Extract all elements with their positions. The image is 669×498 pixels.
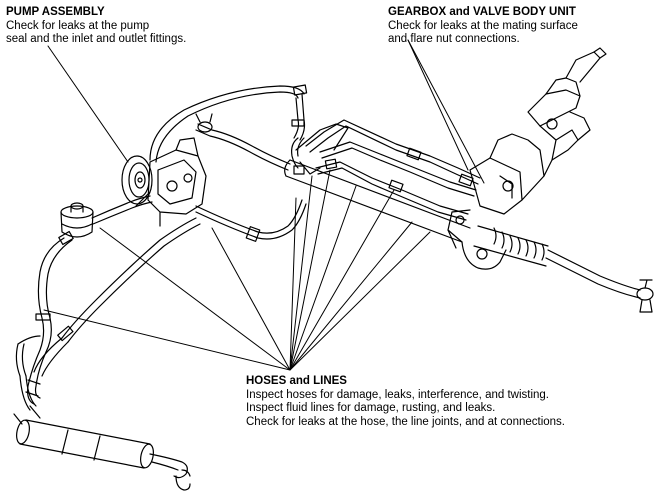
gearbox-valve-body-callout: GEARBOX and VALVE BODY UNIT Check for le… bbox=[388, 6, 578, 47]
hoses-callout-line-1: Inspect hoses for damage, leaks, interfe… bbox=[246, 388, 549, 401]
fluid-cooler bbox=[13, 405, 191, 491]
gearbox-leader-lines bbox=[407, 39, 485, 184]
hoses-callout-title: HOSES and LINES bbox=[246, 375, 347, 387]
gearbox-callout-line-1: Check for leaks at the mating surface bbox=[388, 19, 578, 32]
steering-rack bbox=[195, 47, 654, 313]
hoses-and-lines-callout: HOSES and LINES Inspect hoses for damage… bbox=[246, 375, 565, 429]
pump-leader-line bbox=[47, 45, 129, 163]
cooler-hoses bbox=[15, 217, 201, 411]
pump-assembly bbox=[121, 137, 207, 227]
gearbox-callout-line-2: and flare nut connections. bbox=[388, 33, 520, 45]
hoses-callout-line-3: Check for leaks at the hose, the line jo… bbox=[246, 415, 565, 428]
gearbox-callout-title: GEARBOX and VALVE BODY UNIT bbox=[388, 6, 576, 18]
fluid-lines bbox=[291, 119, 481, 221]
pump-hoses bbox=[91, 84, 308, 242]
hoses-callout-line-2: Inspect fluid lines for damage, rusting,… bbox=[246, 402, 496, 414]
pump-callout-title: PUMP ASSEMBLY bbox=[6, 6, 105, 18]
pump-callout-line-2: seal and the inlet and outlet fittings. bbox=[6, 33, 187, 45]
pump-assembly-callout: PUMP ASSEMBLY Check for leaks at the pum… bbox=[6, 6, 186, 47]
pump-callout-line-1: Check for leaks at the pump bbox=[6, 19, 150, 32]
reservoir bbox=[60, 202, 94, 238]
hoses-leader-lines bbox=[43, 169, 431, 371]
